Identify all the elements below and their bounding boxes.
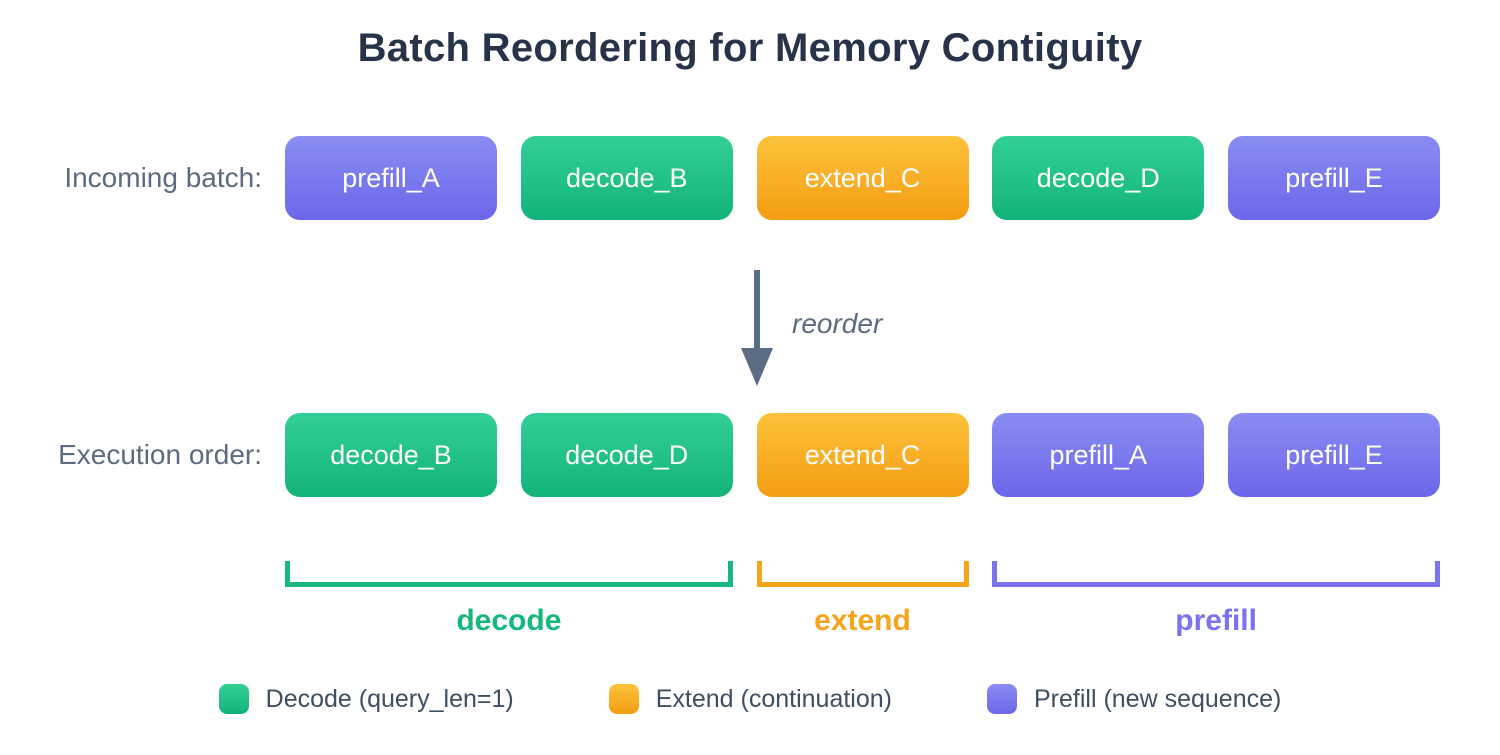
execution-order-row: decode_B decode_D extend_C prefill_A pre…	[285, 413, 1440, 497]
group-labels: decode extend prefill	[285, 604, 1440, 644]
legend-item-decode: Decode (query_len=1)	[218, 684, 514, 714]
legend-item-prefill: Prefill (new sequence)	[987, 684, 1281, 714]
extend-swatch-icon	[608, 684, 639, 714]
batch-box-extend-c: extend_C	[756, 413, 969, 497]
execution-order-label: Execution order:	[58, 439, 262, 470]
batch-box-decode-b: decode_B	[285, 413, 497, 497]
decode-swatch-icon	[218, 684, 249, 714]
batch-box-decode-d: decode_D	[520, 413, 733, 497]
legend: Decode (query_len=1) Extend (continuatio…	[0, 684, 1500, 714]
legend-label-prefill: Prefill (new sequence)	[1034, 684, 1282, 713]
reorder-label: reorder	[792, 308, 883, 339]
batch-box-decode-d: decode_D	[992, 136, 1205, 220]
reorder-arrow-icon	[741, 270, 773, 386]
incoming-batch-row: prefill_A decode_B extend_C decode_D pre…	[285, 136, 1440, 220]
prefill-swatch-icon	[987, 684, 1017, 714]
legend-label-extend: Extend (continuation)	[655, 684, 892, 713]
batch-box-prefill-a: prefill_A	[992, 413, 1205, 497]
legend-item-extend: Extend (continuation)	[608, 684, 892, 714]
legend-label-decode: Decode (query_len=1)	[265, 684, 514, 713]
batch-box-decode-b: decode_B	[520, 136, 733, 220]
prefill-group-bracket	[992, 561, 1440, 587]
batch-box-extend-c: extend_C	[756, 136, 969, 220]
extend-group-label: extend	[814, 604, 911, 637]
page-title: Batch Reordering for Memory Contiguity	[357, 26, 1143, 70]
prefill-group-label: prefill	[1175, 604, 1257, 637]
decode-group-bracket	[285, 561, 733, 587]
batch-box-prefill-a: prefill_A	[285, 136, 497, 220]
group-brackets	[285, 561, 1440, 587]
decode-group-label: decode	[456, 604, 562, 637]
extend-group-bracket	[756, 561, 969, 587]
batch-box-prefill-e: prefill_E	[1228, 413, 1440, 497]
batch-box-prefill-e: prefill_E	[1228, 136, 1440, 220]
incoming-batch-label: Incoming batch:	[64, 162, 262, 193]
